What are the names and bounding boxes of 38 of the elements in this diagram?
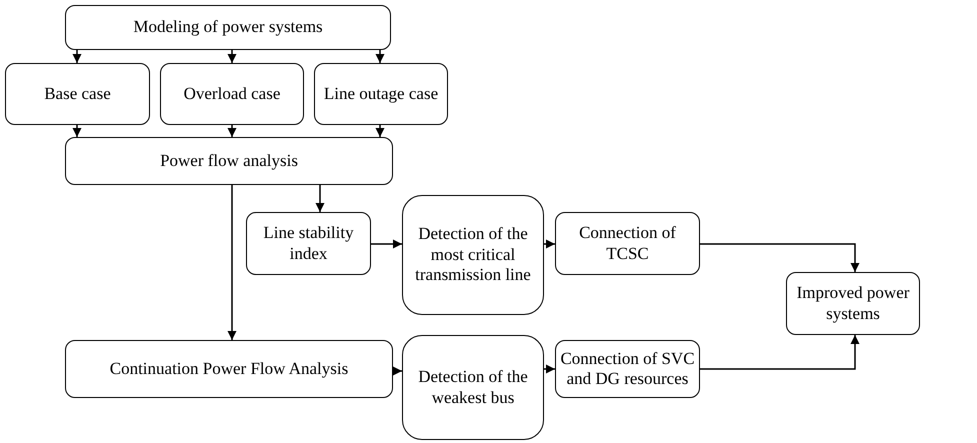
process-box xyxy=(555,340,700,398)
process-box xyxy=(160,63,304,125)
arrow xyxy=(72,125,82,137)
box-label: Improved power systems xyxy=(796,283,910,324)
box-label: Detection of the most critical transmission line xyxy=(414,224,532,286)
box-label: Connection of TCSC xyxy=(578,223,677,264)
arrow xyxy=(393,366,402,376)
process-box xyxy=(65,5,391,50)
arrow xyxy=(544,364,555,374)
arrow xyxy=(228,50,236,63)
arrow xyxy=(700,243,860,272)
process-box xyxy=(786,272,920,335)
arrow xyxy=(544,240,555,248)
box-label: Modeling of power systems xyxy=(133,17,323,38)
process-box xyxy=(65,137,393,185)
process-box xyxy=(65,340,393,398)
box-label: Line stability index xyxy=(262,223,355,264)
arrow xyxy=(228,185,236,340)
box-label: Base case xyxy=(44,84,111,104)
arrow xyxy=(228,125,236,137)
process-box xyxy=(402,195,544,315)
box-label: Overload case xyxy=(184,84,280,104)
arrow xyxy=(371,240,402,248)
process-box xyxy=(5,63,150,125)
arrow xyxy=(316,185,324,212)
arrow xyxy=(72,50,82,63)
arrow xyxy=(376,50,384,63)
box-label: Connection of SVC and DG resources xyxy=(560,348,695,390)
process-box xyxy=(314,63,448,125)
process-box xyxy=(555,212,700,275)
box-label: Line outage case xyxy=(324,84,438,104)
arrow xyxy=(376,125,384,137)
arrow xyxy=(700,335,860,370)
box-label: Continuation Power Flow Analysis xyxy=(110,358,348,380)
process-box xyxy=(402,335,544,440)
box-label: Power flow analysis xyxy=(160,150,298,172)
process-box xyxy=(246,212,371,275)
box-label: Detection of the weakest bus xyxy=(417,367,529,408)
